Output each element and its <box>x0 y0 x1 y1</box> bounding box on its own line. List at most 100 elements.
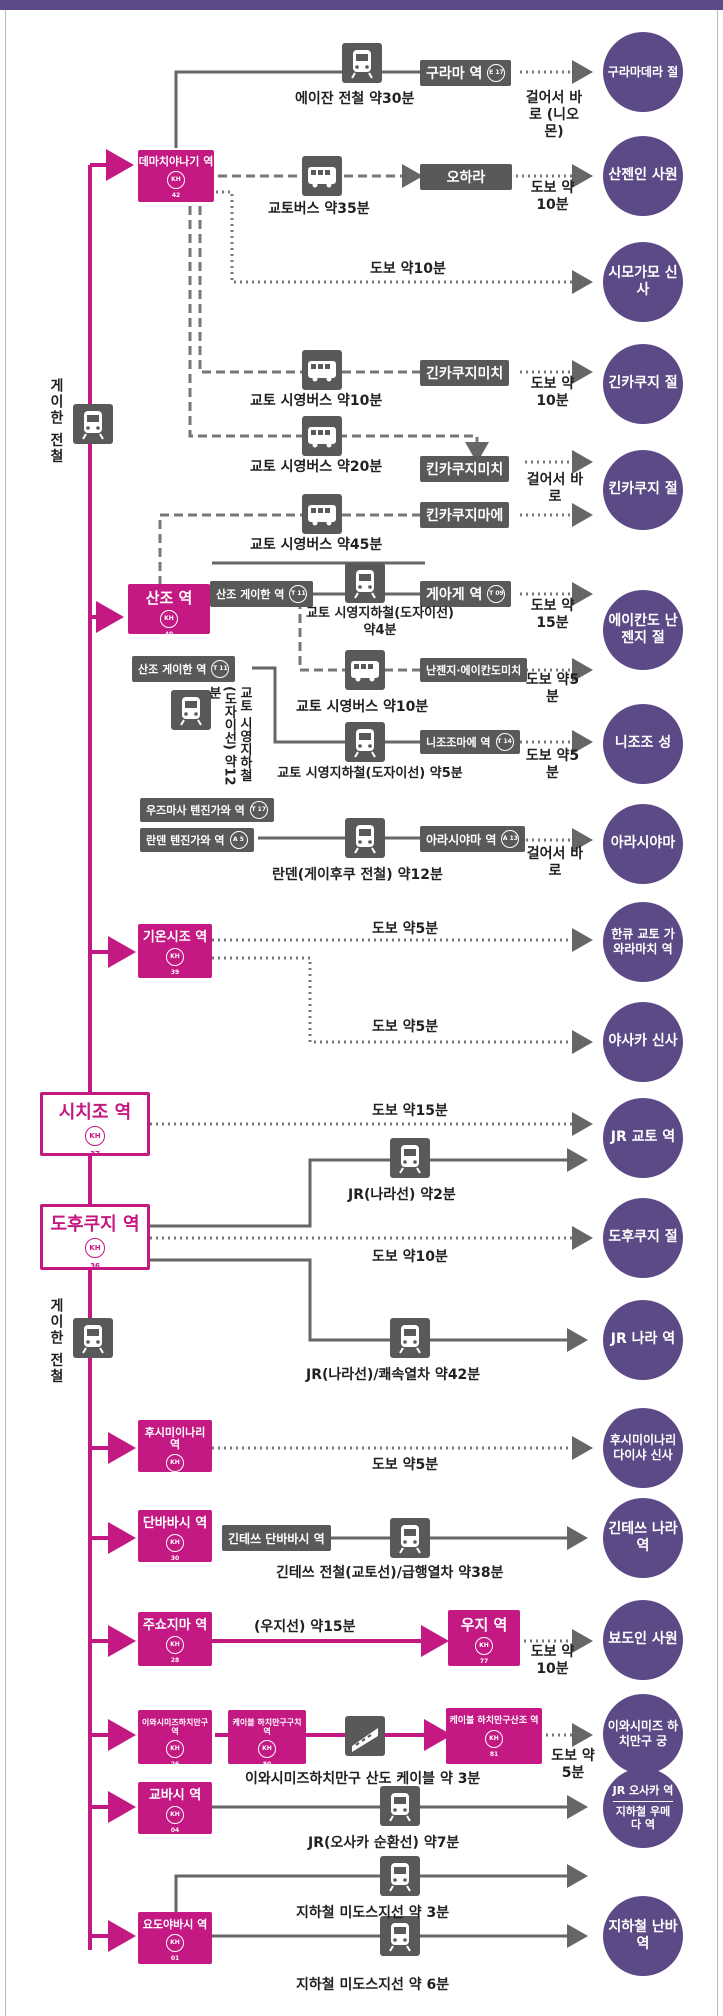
station-name: 오하라 <box>446 170 486 186</box>
station-demachiyanagi[interactable]: 데마치야나기 역 KH 42 <box>138 150 214 202</box>
dest-yasaka[interactable]: 야사카 신사 <box>603 1002 683 1082</box>
train-icon <box>380 1856 420 1896</box>
station-tambabashi[interactable]: 단바바시 역 KH 30 <box>138 1510 212 1562</box>
train-icon <box>73 1318 113 1358</box>
keihan-line-label: 게이한 전철 <box>48 378 64 465</box>
label-walk-tofuku: 도보 약10분 <box>372 1249 448 1265</box>
dest-jr-nara[interactable]: JR 나라 역 <box>603 1300 683 1380</box>
label-eizan: 에이잔 전철 약30분 <box>295 91 415 107</box>
station-name: 산조 게이한 역 <box>216 588 285 601</box>
station-kyobashi[interactable]: 교바시 역 KH 04 <box>138 1782 212 1834</box>
station-name: 게아게 역 <box>426 587 483 603</box>
dest-namba[interactable]: 지하철 난바 역 <box>603 1896 683 1976</box>
dest-fushimi[interactable]: 후시미이나리 다이샤 신사 <box>603 1408 683 1488</box>
label-randen: 란덴(게이후쿠 전철) 약12분 <box>272 867 443 883</box>
station-name: 교바시 역 <box>148 1788 202 1803</box>
label-tozai4: 교토 시영지하철(도자이선) 약4분 <box>306 606 454 638</box>
label-walk-keage: 도보 약15분 <box>530 598 575 631</box>
train-icon <box>73 404 113 444</box>
dest-byodoin[interactable]: 뵤도인 사원 <box>603 1600 683 1680</box>
label-walk-kinkaku: 걸어서 바로 <box>526 472 584 505</box>
station-code: KH 30 <box>166 1534 184 1562</box>
dest-ginkakuji[interactable]: 긴카쿠지 절 <box>603 344 683 424</box>
station-kinkakujimae[interactable]: 킨카쿠지마에 <box>420 502 510 528</box>
dest-kinkakuji[interactable]: 킨카쿠지 절 <box>603 450 683 530</box>
label-walk-jr: 도보 약15분 <box>372 1103 448 1119</box>
station-code: T 14 <box>495 733 514 751</box>
station-name: 데마치야나기 역 <box>138 155 214 168</box>
dest-sanzenin[interactable]: 산젠인 사원 <box>603 136 683 216</box>
bus-icon <box>302 494 342 534</box>
train-icon <box>345 818 385 858</box>
station-code: KH 39 <box>166 948 184 976</box>
label-cable3: 이와시미즈하치만구 산도 케이블 약 3분 <box>245 1771 481 1787</box>
dest-arashiyama[interactable]: 아라시야마 <box>603 804 683 884</box>
train-icon <box>345 722 385 762</box>
label-midosuji3: 지하철 미도스지선 약 3분 <box>296 1905 450 1921</box>
station-code: KH 01 <box>166 1934 184 1962</box>
station-code: KH 26 <box>166 1739 184 1768</box>
dest-tofukuji[interactable]: 도후쿠지 절 <box>603 1198 683 1278</box>
station-code: KH 04 <box>166 1806 184 1834</box>
dest-kuramadera[interactable]: 구라마데라 절 <box>603 32 683 112</box>
station-name: 후시미이나리 역 <box>144 1426 206 1452</box>
label-city-bus20: 교토 시영버스 약20분 <box>250 459 383 475</box>
label-kintetsu38: 긴테쓰 전철(교토선)/급행열차 약38분 <box>276 1565 504 1581</box>
dest-jr-osaka-umeda[interactable]: JR 오사카 역 지하철 우메다 역 <box>603 1768 683 1848</box>
station-name: 우지 역 <box>460 1616 508 1634</box>
station-name: 아라시야마 역 <box>426 832 497 847</box>
station-name: 케이블 하치만구산조 역 <box>449 1716 539 1726</box>
station-code: T 11 <box>211 660 230 678</box>
bus-icon <box>302 156 342 196</box>
label-walk-iwashimizu: 도보 약5분 <box>551 1748 595 1781</box>
label-jr-nara42: JR(나라선)/쾌속열차 약42분 <box>306 1367 481 1383</box>
station-name: 도후쿠지 역 <box>50 1214 140 1235</box>
dest-jr-kyoto[interactable]: JR 교토 역 <box>603 1098 683 1178</box>
dest-eikando[interactable]: 에이칸도 난젠지 절 <box>603 590 683 670</box>
dest-kintetsu-nara[interactable]: 긴테쓰 나라 역 <box>603 1498 683 1578</box>
label-city-bus10b: 교토 시영버스 약10분 <box>296 699 429 715</box>
dest-hankyu[interactable]: 한큐 교토 가와라마치 역 <box>603 902 683 982</box>
station-code: KH 36 <box>85 1237 105 1270</box>
label-walk-fushimi: 도보 약5분 <box>372 1457 439 1473</box>
label-walk-arashi: 걸어서 바로 <box>526 846 584 879</box>
station-nijojomae[interactable]: 니조조마에 역 T 14 <box>420 730 520 754</box>
station-code: T 09 <box>487 585 506 603</box>
station-code: KH 42 <box>167 171 185 199</box>
bus-icon <box>345 650 385 690</box>
label-walk-nijo: 도보 약5분 <box>525 748 580 781</box>
station-name: 니조조마에 역 <box>426 736 491 749</box>
station-name: 난젠지·에이칸도미치 <box>426 664 522 677</box>
label-bus35: 교토버스 약35분 <box>268 201 370 217</box>
station-ohara[interactable]: 오하라 <box>420 164 512 190</box>
station-name: 단바바시 역 <box>142 1516 208 1531</box>
bus-icon <box>302 350 342 390</box>
station-ginkakujimichi[interactable]: 긴카쿠지미치 <box>420 360 510 386</box>
station-kinkakujimichi[interactable]: 킨카쿠지미치 <box>420 456 510 482</box>
station-kintetsu-tambabashi[interactable]: 긴테쓰 단바바시 역 <box>222 1525 331 1551</box>
dest-nijojo[interactable]: 니조조 성 <box>603 704 683 784</box>
dest-shimogamo[interactable]: 시모가모 신사 <box>603 242 683 322</box>
station-code: KH 80 <box>258 1739 276 1768</box>
dest-iwashimizu[interactable]: 이와시미즈 하치만구 궁 <box>603 1694 683 1774</box>
label-city-bus10: 교토 시영버스 약10분 <box>250 393 383 409</box>
station-nanzenji[interactable]: 난젠지·에이칸도미치 <box>420 658 528 682</box>
